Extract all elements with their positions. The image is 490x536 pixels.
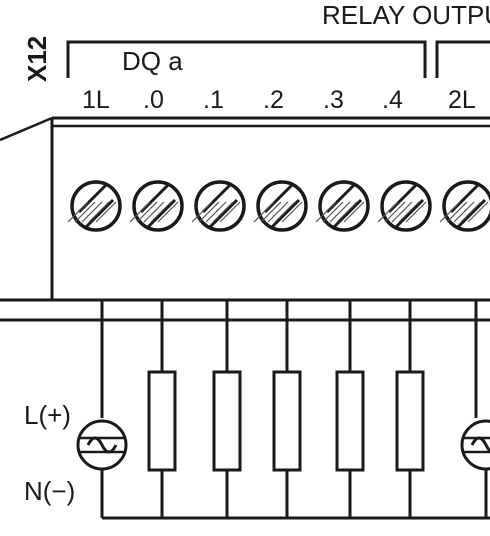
screw-terminals <box>67 180 490 232</box>
ac-supply-2-icon <box>460 419 490 518</box>
terminal-label-2l: 2L <box>448 86 476 114</box>
field-wiring <box>76 300 490 520</box>
load-resistor-2 <box>272 370 302 518</box>
screw-2 <box>191 180 246 232</box>
load-resistor-0 <box>147 370 177 518</box>
terminal-label-4: .4 <box>382 86 403 114</box>
screw-1 <box>129 180 184 232</box>
screw-3 <box>253 180 308 232</box>
terminal-label-1l: 1L <box>82 86 110 114</box>
neutral-label: N(−) <box>24 476 75 506</box>
screw-4 <box>315 180 370 232</box>
terminal-labels: 1L .0 .1 .2 .3 .4 2L <box>82 86 476 114</box>
terminal-label-1: .1 <box>203 86 224 114</box>
screw-6 <box>439 180 490 232</box>
load-resistor-4 <box>395 370 425 518</box>
terminal-label-3: .3 <box>323 86 344 114</box>
relay-output-group-label: RELAY OUTPU <box>322 0 490 30</box>
screw-5 <box>377 180 432 232</box>
live-label: L(+) <box>24 400 71 430</box>
ac-supply-1-icon <box>76 419 128 518</box>
load-resistor-1 <box>212 370 242 518</box>
dq-a-label: DQ a <box>122 46 183 76</box>
dq-b-bracket <box>435 40 490 78</box>
terminal-label-0: .0 <box>143 86 164 114</box>
connector-id-label: X12 <box>22 36 52 82</box>
terminal-label-2: .2 <box>263 86 284 114</box>
terminal-block <box>0 116 490 322</box>
load-resistor-3 <box>335 370 365 518</box>
dq-a-bracket <box>66 40 427 78</box>
screw-0 <box>67 180 122 232</box>
